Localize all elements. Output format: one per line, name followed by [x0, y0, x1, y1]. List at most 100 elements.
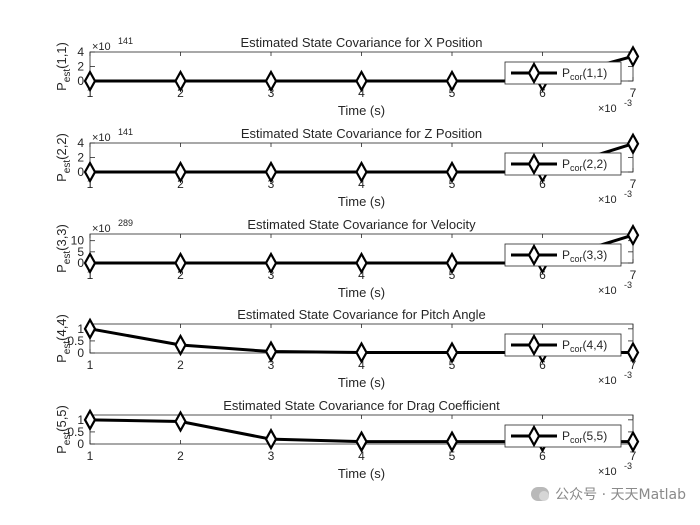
legend: Pcor(3,3)	[504, 243, 622, 267]
legend-name: P	[562, 429, 570, 443]
data-point-marker	[355, 69, 368, 93]
y-tick-label: 2	[77, 151, 84, 165]
x-tick-label: 4	[358, 268, 365, 282]
legend: Pcor(4,4)	[504, 333, 622, 357]
legend-marker	[527, 243, 541, 267]
data-point-marker	[355, 341, 368, 364]
x-tick-label: 6	[539, 86, 546, 100]
x-tick-label: 6	[539, 358, 546, 372]
legend: Pcor(1,1)	[504, 61, 622, 85]
x-exponent-power: -3	[624, 461, 632, 471]
data-point-marker	[626, 223, 640, 247]
legend-name: P	[562, 66, 570, 80]
y-exponent-power: 141	[118, 127, 133, 137]
y-exponent: ×10	[92, 41, 111, 53]
x-tick-label: 4	[358, 449, 365, 463]
y-tick-label: 4	[77, 45, 84, 59]
chat-bubble-icon	[531, 487, 550, 501]
chart-title: Estimated State Covariance for Pitch Ang…	[237, 307, 486, 322]
y-exponent-power: 289	[118, 218, 133, 228]
y-tick-label: 10	[71, 234, 85, 248]
x-axis-label: Time (s)	[338, 285, 385, 300]
legend: Pcor(5,5)	[504, 424, 622, 448]
data-point-marker	[83, 160, 97, 184]
x-tick-label: 7	[630, 86, 637, 100]
y-label-args: (3,3)	[54, 224, 69, 251]
y-label-args: (1,1)	[54, 42, 69, 69]
y-exponent: ×10	[92, 132, 111, 144]
y-label-sub: est	[62, 251, 73, 265]
x-exponent: ×10	[598, 466, 617, 478]
x-tick-label: 1	[87, 268, 94, 282]
x-tick-label: 1	[87, 177, 94, 191]
y-label-sub: est	[62, 69, 73, 83]
x-tick-label: 1	[87, 449, 94, 463]
data-point-marker	[445, 160, 459, 184]
legend-name-args: (1,1)	[583, 66, 608, 80]
y-tick-label: 1	[77, 413, 84, 427]
x-tick-label: 4	[358, 86, 365, 100]
x-axis-label: Time (s)	[338, 103, 385, 118]
x-tick-label: 6	[539, 268, 546, 282]
x-tick-label: 7	[630, 449, 637, 463]
x-axis-label: Time (s)	[338, 375, 385, 390]
y-axis-label: Pest(5,5)	[54, 405, 73, 454]
chart-title: Estimated State Covariance for Velocity	[247, 217, 476, 232]
y-axis-label: Pest(2,2)	[54, 133, 73, 182]
legend-name-args: (4,4)	[583, 338, 608, 352]
data-point-marker	[83, 251, 97, 275]
y-tick-label: 0	[77, 346, 84, 360]
y-tick-label: 4	[77, 136, 84, 150]
y-label-args: (5,5)	[54, 405, 69, 432]
watermark: 公众号 · 天天Matlab	[531, 484, 686, 504]
y-tick-label: 1	[77, 322, 84, 336]
data-point-marker	[445, 69, 459, 93]
x-axis-label: Time (s)	[338, 466, 385, 481]
data-point-marker	[83, 408, 97, 432]
x-tick-label: 2	[177, 86, 184, 100]
y-tick-label: 0	[77, 165, 84, 179]
legend-label: Pcor(3,3)	[562, 248, 607, 264]
x-tick-label: 6	[539, 177, 546, 191]
y-axis-label: Pest(3,3)	[54, 224, 73, 273]
x-exponent-power: -3	[624, 189, 632, 199]
x-tick-label: 2	[177, 358, 184, 372]
data-point-marker	[264, 251, 278, 275]
x-exponent-power: -3	[624, 98, 632, 108]
y-label-args: (2,2)	[54, 133, 69, 160]
x-tick-label: 5	[449, 358, 456, 372]
x-tick-label: 5	[449, 86, 456, 100]
data-point-marker	[174, 160, 187, 184]
legend-name-args: (3,3)	[583, 248, 608, 262]
x-axis-label: Time (s)	[338, 194, 385, 209]
chart-title: Estimated State Covariance for Drag Coef…	[223, 398, 500, 413]
x-tick-label: 5	[449, 177, 456, 191]
y-exponent-power: 141	[118, 36, 133, 46]
y-label-main: P	[54, 354, 69, 363]
x-tick-label: 1	[87, 86, 94, 100]
x-tick-label: 6	[539, 449, 546, 463]
chart-title: Estimated State Covariance for Z Positio…	[241, 126, 482, 141]
y-axis-label: Pest(4,4)	[54, 314, 73, 363]
y-label-sub: est	[62, 341, 73, 355]
legend-name: P	[562, 248, 570, 262]
x-tick-label: 2	[177, 449, 184, 463]
data-point-marker	[264, 340, 278, 363]
data-point-marker	[445, 341, 459, 364]
y-axis-label: Pest(1,1)	[54, 42, 73, 91]
x-tick-label: 3	[268, 358, 275, 372]
x-exponent: ×10	[598, 194, 617, 206]
legend-name-sub: cor	[570, 435, 583, 445]
x-tick-label: 5	[449, 449, 456, 463]
data-point-marker	[174, 333, 187, 357]
legend-name-sub: cor	[570, 163, 583, 173]
y-tick-label: 0	[77, 437, 84, 451]
legend-name-args: (5,5)	[583, 429, 608, 443]
data-point-marker	[355, 251, 368, 275]
y-label-main: P	[54, 264, 69, 273]
y-label-args: (4,4)	[54, 314, 69, 341]
